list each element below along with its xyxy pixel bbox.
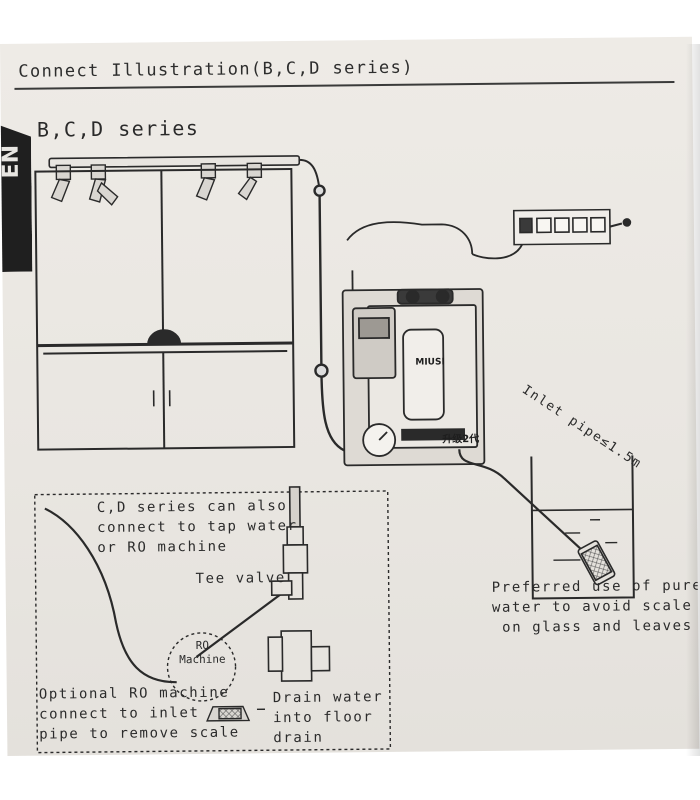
terrarium-cabinet (34, 167, 296, 451)
optional-ro-line-3: pipe to remove scale (39, 724, 240, 743)
preferred-water-line-3: on glass and leaves (502, 617, 693, 636)
ro-label-1: RO (195, 638, 210, 652)
manual-page: Connect Illustration(B,C,D series) EN B,… (0, 36, 700, 756)
ro-label-2: Machine (179, 652, 226, 667)
inset-box (34, 490, 392, 754)
device-version-badge: 升级2代 (442, 434, 480, 446)
misting-rail (48, 155, 321, 191)
cd-series-line-3: or RO machine (97, 538, 228, 557)
water-container (458, 449, 635, 600)
power-strip (471, 208, 632, 260)
drain-water-line-1: Drain water (272, 689, 384, 707)
drain-water-line-3: drain (273, 729, 324, 747)
drain-water-line-2: into floor (272, 709, 374, 727)
tee-valve-label: Tee valve (195, 570, 286, 587)
inlet-filter-icon (577, 540, 616, 586)
page-edge-shadow (686, 44, 700, 756)
floor-drain-icon (206, 705, 251, 722)
tap-water-hose (44, 507, 289, 684)
ro-machine-dashed (166, 632, 237, 702)
preferred-water-line-2: water to avoid scale (491, 597, 693, 616)
water-pipe (267, 486, 331, 682)
cd-series-line-2: connect to tap water (96, 517, 298, 537)
optional-ro-line-2: connect to inlet (38, 704, 200, 723)
preferred-water-line-1: Preferred use of pure (491, 577, 700, 596)
connection-diagram (34, 155, 635, 754)
device-brand: MIUSI (415, 357, 445, 368)
cd-series-line-1: C,D series can also (96, 498, 288, 517)
misting-device (341, 288, 486, 467)
optional-ro-line-1: Optional RO machine (38, 684, 230, 703)
